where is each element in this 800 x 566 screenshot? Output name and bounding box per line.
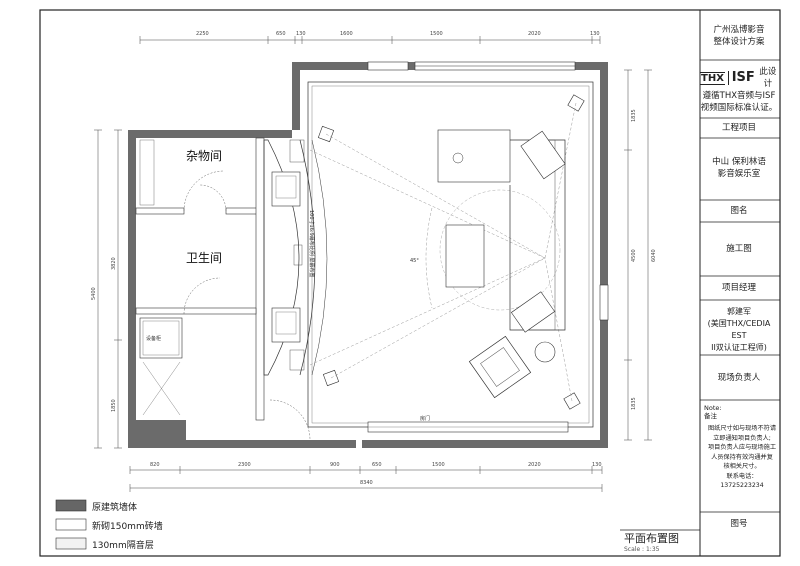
dim-top: 130	[590, 31, 600, 37]
dim-top: 2020	[528, 31, 541, 37]
window	[367, 61, 409, 71]
existing-wall-left	[128, 130, 292, 448]
dim-bottom: 1500	[432, 462, 445, 468]
dimension-top	[139, 36, 601, 44]
dim-bottom: 900	[330, 462, 340, 468]
manager-name: 郭建军 (美国THX/CEDIA EST II双认证工程师)	[707, 307, 771, 352]
partition-wall	[255, 137, 265, 421]
dim-top: 1500	[430, 31, 443, 37]
equipment-cabinet	[139, 317, 183, 359]
existing-wall-bottom	[186, 440, 356, 448]
dim-top: 650	[276, 31, 286, 37]
drawing-number-label: 图号	[730, 519, 748, 529]
dim-bottom: 2300	[238, 462, 251, 468]
dim-left: 5400	[91, 287, 97, 300]
dim-top: 130	[296, 31, 306, 37]
title-block-grid	[620, 59, 780, 531]
dim-top: 1600	[340, 31, 353, 37]
dim-bottom: 2020	[528, 462, 541, 468]
drawing-name-label: 图名	[730, 206, 748, 216]
legend-swatch-soundproof	[55, 537, 87, 550]
isf-logo: ISF	[731, 70, 755, 85]
existing-wall-bottom-right	[362, 440, 562, 448]
room-label-equipment: 设备柜	[146, 335, 161, 342]
manager-label: 项目经理	[721, 283, 756, 293]
sightlines	[309, 102, 577, 402]
dim-right: 6040	[651, 249, 657, 262]
legend-label-existing-wall: 原建筑墙体	[92, 503, 138, 513]
dim-bottom: 130	[592, 462, 602, 468]
dim-top: 2250	[196, 31, 209, 37]
room-label-bathroom: 卫生间	[186, 251, 222, 265]
dimension-right	[624, 69, 652, 441]
dim-left: 3820	[111, 257, 117, 270]
company-name: 广州泓博影音 整体设计方案	[713, 25, 765, 47]
coffee-table	[445, 224, 485, 288]
dim-right: 1835	[631, 109, 637, 122]
project-name: 中山 保利林语 影音娱乐室	[712, 157, 766, 179]
door-swing	[183, 170, 225, 212]
thx-logo: THX	[700, 71, 725, 85]
drawing-name: 施工图	[726, 244, 752, 254]
armchair	[468, 335, 532, 399]
label-angle: 45°	[410, 258, 419, 264]
legend-label-brick-wall: 新砌150mm砖墙	[92, 522, 163, 532]
floor-plan	[128, 61, 609, 448]
dimension-bottom	[129, 466, 603, 492]
certification-block: THX ISF 此设计 遵循THX音频与ISF 视频国际标准认证。	[700, 67, 778, 113]
note-label: Note: 备注	[704, 404, 722, 420]
dim-bottom: 650	[372, 462, 382, 468]
front-speaker-right	[271, 307, 301, 343]
site-manager-label: 现场负责人	[717, 373, 761, 383]
screen-wall-text: 100寸16:9幕布比例 屏幕布置	[308, 210, 315, 277]
sheet-frame	[39, 9, 781, 557]
front-speaker-left	[271, 171, 301, 207]
dim-left: 1850	[111, 399, 117, 412]
dim-right: 4500	[631, 249, 637, 262]
legend-label-soundproof: 130mm隔音层	[92, 541, 154, 551]
existing-wall-bottom-left	[128, 420, 186, 448]
note-text: 图纸尺寸如与现场不符请 立即通知项目负责人; 项目负责人应与现场施工 人员保持有…	[707, 425, 777, 489]
dim-bottom: 820	[150, 462, 160, 468]
window	[599, 284, 609, 321]
room-label-storage: 杂物间	[186, 149, 222, 163]
dimension-left	[94, 129, 122, 449]
bar-counter	[437, 129, 511, 183]
plan-title: 平面布置图	[624, 532, 679, 545]
dim-bottom-total: 8340	[360, 480, 373, 486]
label-door: 房门	[420, 415, 430, 422]
legend-swatch-brick-wall	[55, 518, 87, 531]
project-label: 工程项目	[721, 123, 756, 133]
dim-right: 1835	[631, 397, 637, 410]
side-table	[534, 341, 556, 363]
legend-swatch-existing-wall	[55, 499, 87, 512]
plan-scale: Scale : 1:35	[624, 546, 660, 553]
